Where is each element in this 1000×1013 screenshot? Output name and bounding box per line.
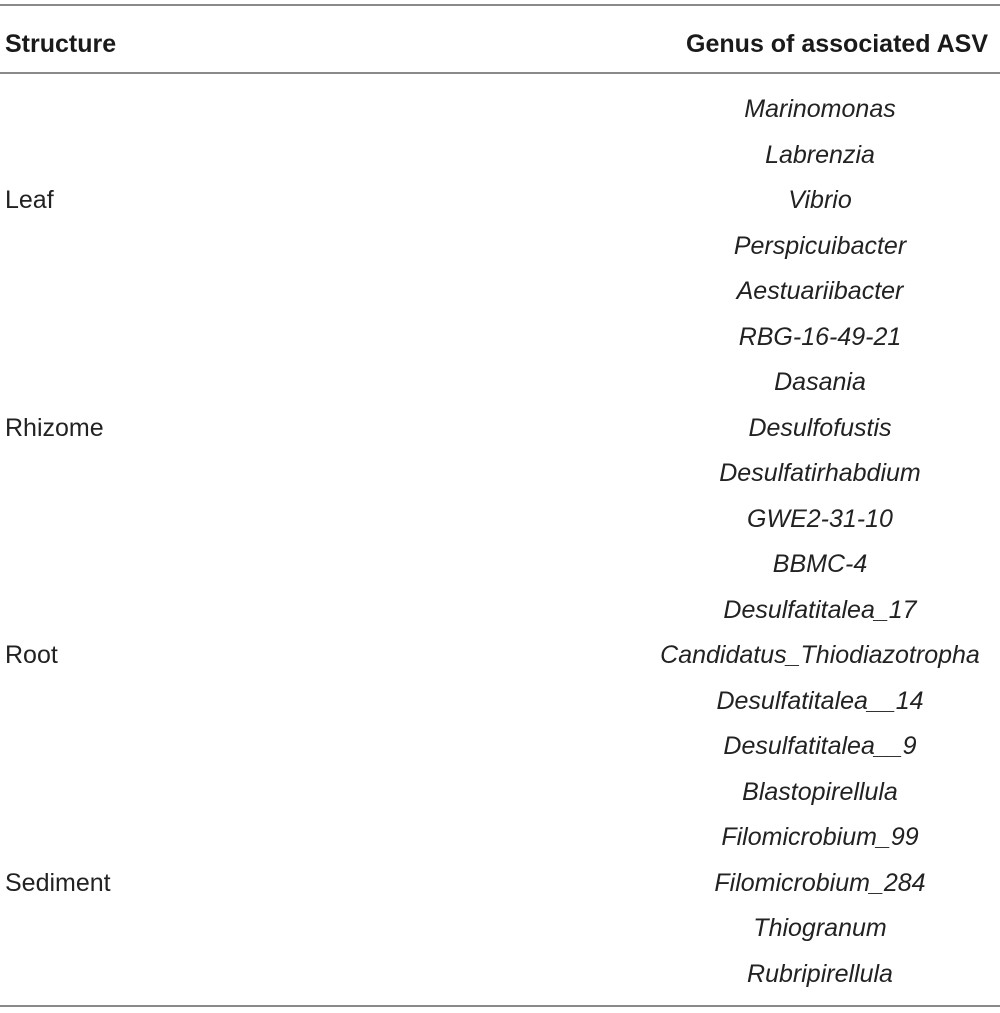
genus-cell: Aestuariibacter [736, 277, 904, 305]
genus-cell: Labrenzia [765, 140, 875, 169]
table-row: Desulfatitalea_17 [0, 587, 1000, 633]
header-structure: Structure [5, 30, 117, 58]
genus-cell: Filomicrobium_284 [714, 868, 926, 897]
table-row: GWE2-31-10 [0, 496, 1000, 542]
genus-cell: Filomicrobium_99 [721, 823, 919, 851]
structure-cell: Leaf [5, 186, 54, 214]
table-row: Sediment Filomicrobium_284 [0, 860, 1000, 906]
table-row: Labrenzia [0, 132, 1000, 178]
structure-cell: Sediment [5, 868, 111, 897]
structure-cell: Root [5, 641, 58, 669]
table-row: Blastopirellula [0, 769, 1000, 815]
genus-cell: Desulfatitalea_17 [723, 595, 917, 624]
genus-cell: BBMC-4 [772, 550, 868, 578]
table-row: Aestuariibacter [0, 268, 1000, 314]
genus-cell: Dasania [774, 368, 866, 396]
header-genus: Genus of associated ASV [686, 30, 988, 58]
table-row: Leaf Vibrio [0, 177, 1000, 223]
table-row: Desulfatitalea__14 [0, 678, 1000, 724]
table-header-row: Structure Genus of associated ASV [0, 4, 1000, 74]
genus-cell: Marinomonas [744, 95, 896, 123]
genus-cell: GWE2-31-10 [747, 504, 893, 533]
genus-cell: Desulfatirhabdium [719, 459, 921, 487]
table-top-rule [0, 4, 1000, 6]
table-row: Marinomonas [0, 86, 1000, 132]
table-header-rule [0, 72, 1000, 74]
genus-cell: Thiogranum [753, 914, 887, 942]
table-row: Desulfatirhabdium [0, 450, 1000, 496]
table-row: Rubripirellula [0, 951, 1000, 997]
table-row: Filomicrobium_99 [0, 814, 1000, 860]
table-row: Desulfatitalea__9 [0, 723, 1000, 769]
table-row: Dasania [0, 359, 1000, 405]
genus-cell: Desulfofustis [748, 413, 892, 442]
table-row: Perspicuibacter [0, 223, 1000, 269]
table-body: Marinomonas Labrenzia Leaf Vibrio Perspi… [0, 86, 1000, 996]
genus-cell: Rubripirellula [747, 959, 893, 988]
genus-cell: Blastopirellula [742, 777, 898, 806]
genus-cell: Vibrio [788, 186, 852, 214]
genus-cell: Desulfatitalea__14 [716, 686, 924, 715]
structure-cell: Rhizome [5, 413, 104, 442]
genus-cell: RBG-16-49-21 [738, 322, 902, 351]
table-bottom-rule [0, 1005, 1000, 1007]
genus-cell: Perspicuibacter [733, 231, 907, 260]
table-row: Thiogranum [0, 905, 1000, 951]
genus-cell: Desulfatitalea__9 [723, 732, 917, 760]
table-row: Rhizome Desulfofustis [0, 405, 1000, 451]
genus-cell: Candidatus_Thiodiazotropha [660, 641, 980, 669]
table-row: BBMC-4 [0, 541, 1000, 587]
table-row: Root Candidatus_Thiodiazotropha [0, 632, 1000, 678]
table-row: RBG-16-49-21 [0, 314, 1000, 360]
